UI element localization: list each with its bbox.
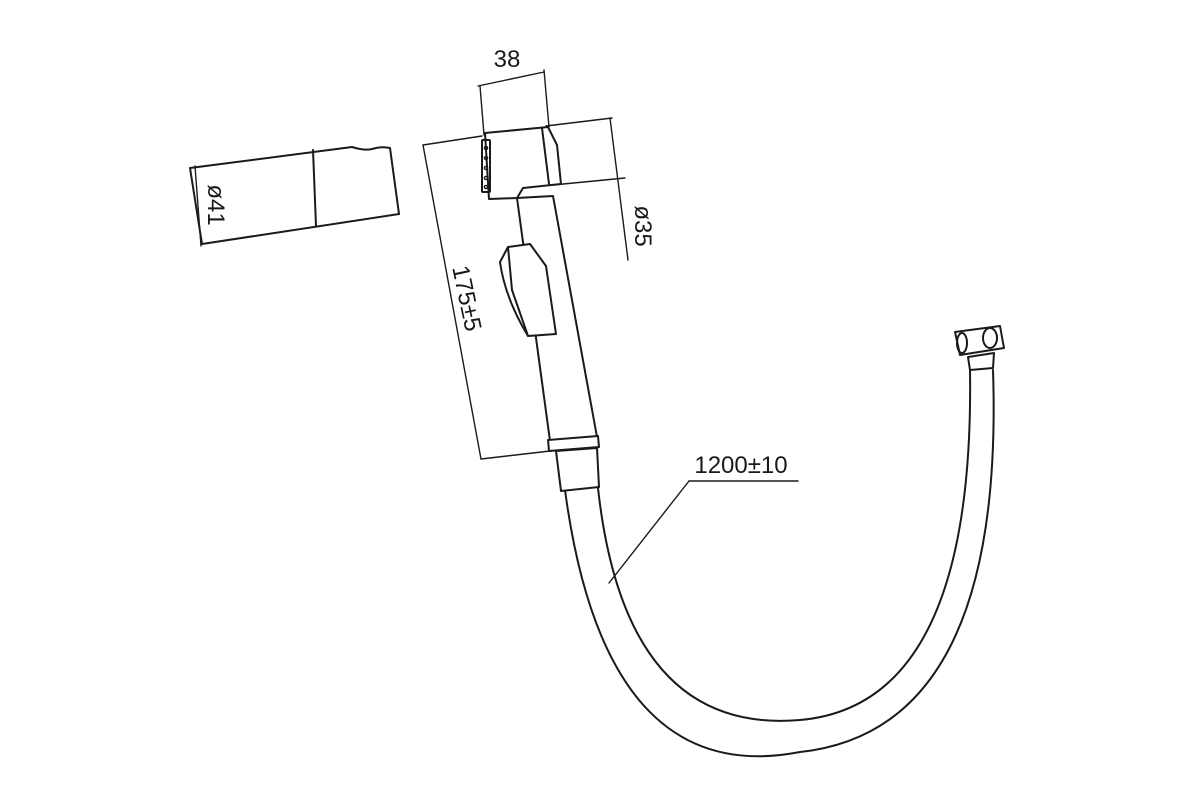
holder-diameter-dimension: ø41 bbox=[194, 165, 229, 247]
hose-length-label: 1200±10 bbox=[694, 452, 787, 479]
wall-holder bbox=[189, 146, 400, 245]
head-width-dimension: 38 bbox=[477, 46, 550, 136]
holder-diameter-label: ø41 bbox=[202, 184, 229, 225]
hose-end-nut bbox=[954, 325, 1005, 371]
head-diameter-label: ø35 bbox=[629, 205, 656, 246]
hose-connector bbox=[547, 435, 600, 492]
sprayer-trigger bbox=[499, 243, 557, 337]
hose-length-dimension: 1200±10 bbox=[608, 452, 799, 584]
head-width-label: 38 bbox=[494, 46, 521, 73]
sprayer-length-label: 175±5 bbox=[446, 263, 486, 334]
head-diameter-dimension: ø35 bbox=[545, 117, 656, 261]
hose bbox=[564, 369, 995, 758]
sprayer-head bbox=[481, 126, 562, 200]
